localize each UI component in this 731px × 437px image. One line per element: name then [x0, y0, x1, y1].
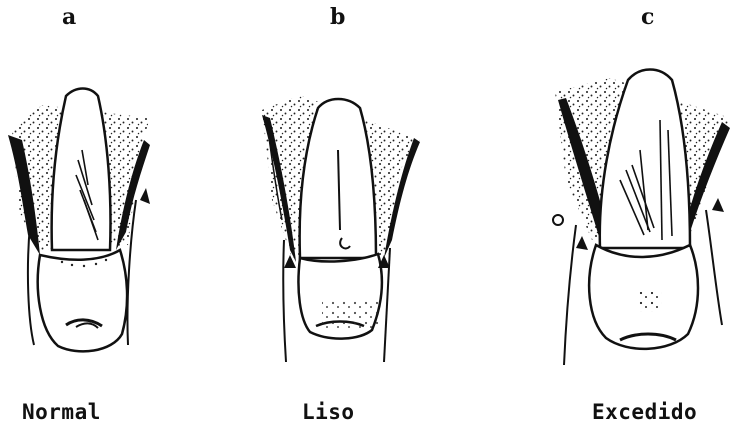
- panel-b-caption: Liso: [302, 402, 355, 423]
- tooth-excedido: [553, 70, 730, 366]
- panel-b-letter: b: [330, 6, 345, 28]
- panel-c-caption: Excedido: [592, 402, 697, 423]
- panel-c-letter: c: [641, 6, 654, 28]
- panel-a-caption: Normal: [22, 402, 101, 423]
- panel-a-letter: a: [62, 6, 76, 28]
- tooth-liso: [262, 95, 420, 362]
- tooth-normal: [8, 89, 150, 352]
